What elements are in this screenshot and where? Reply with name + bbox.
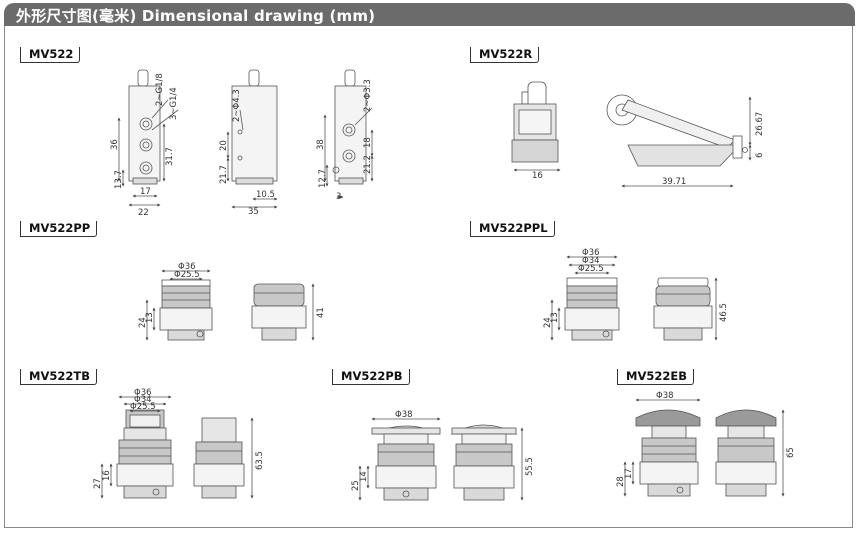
mv522eb-front-view (623, 398, 701, 497)
mv522-side-view (226, 69, 278, 209)
dim-mv522tb-phi34: Φ34 (134, 395, 152, 405)
dim-mv522-22: 22 (138, 208, 149, 218)
dim-mv522-10-5: 10.5 (256, 190, 275, 200)
mv522pb-front-view (358, 417, 441, 501)
dim-mv522ppl-24: 24 (543, 317, 553, 328)
dim-mv522-21-2: 21.2 (363, 155, 373, 174)
header-bar: 外形尺寸图(毫米) Dimensional drawing (mm) (4, 3, 855, 26)
dim-mv522-hole: 2~Φ4.3 (232, 89, 242, 122)
dim-mv522eb-phi38: Φ38 (656, 391, 674, 401)
dim-mv522-port-a: 2~G1/8 (155, 73, 165, 106)
mv522pp-front-view (145, 269, 213, 341)
model-label-mv522tb: MV522TB (20, 369, 97, 385)
mv522r-side-view (606, 94, 752, 188)
dim-mv522tb-phi25-5: Φ25.5 (130, 402, 156, 412)
dim-mv522pb-phi38: Φ38 (395, 410, 413, 420)
dim-mv522-35: 35 (248, 207, 259, 217)
model-label-mv522pp: MV522PP (20, 221, 98, 237)
dim-mv522eb-17: 17 (624, 468, 634, 479)
model-label-mv522: MV522 (20, 47, 81, 63)
dim-mv522eb-65: 65 (786, 447, 796, 458)
dim-mv522pp-24: 24 (138, 317, 148, 328)
dim-mv522pb-55-5: 55.5 (525, 457, 535, 476)
dim-mv522-36: 36 (110, 139, 120, 150)
dim-mv522-3: 3 (336, 192, 341, 202)
mv522ppl-side-view (653, 277, 718, 341)
dim-mv522r-16: 16 (532, 171, 543, 181)
dim-mv522-13-7: 13.7 (114, 170, 124, 189)
model-label-mv522eb: MV522EB (617, 369, 694, 385)
page-title: 外形尺寸图(毫米) Dimensional drawing (mm) (16, 7, 376, 25)
mv522tb-side-view (193, 417, 254, 499)
dim-mv522r-26-67: 26.67 (755, 112, 765, 136)
dim-mv522pp-phi36: Φ36 (178, 262, 196, 272)
dim-mv522-12-7: 12.7 (318, 169, 328, 188)
dim-mv522tb-phi36: Φ36 (134, 388, 152, 398)
mv522-end-view (323, 69, 374, 199)
dim-mv522tb-16: 16 (102, 470, 112, 481)
dim-mv522pb-14: 14 (359, 471, 369, 482)
dim-mv522-31-7: 31.7 (165, 147, 175, 166)
mv522r-front-view (511, 81, 561, 172)
dim-mv522ppl-phi25-5: Φ25.5 (578, 264, 604, 274)
dim-mv522r-39-71: 39.71 (662, 177, 686, 187)
dim-mv522-21-7: 21.7 (219, 165, 229, 184)
drawing-frame (4, 26, 853, 528)
model-label-mv522ppl: MV522PPL (470, 221, 555, 237)
mv522eb-side-view (715, 409, 785, 497)
dim-mv522pp-13: 13 (145, 312, 155, 323)
dim-mv522ppl-46-5: 46.5 (719, 303, 729, 322)
dim-mv522ppl-phi36: Φ36 (582, 248, 600, 258)
dim-mv522-38: 38 (316, 139, 326, 150)
dim-mv522tb-27: 27 (93, 478, 103, 489)
dim-mv522-17: 17 (140, 187, 151, 197)
dim-mv522tb-63-5: 63.5 (255, 451, 265, 470)
dim-mv522-20: 20 (219, 140, 229, 151)
dim-mv522ppl-phi34: Φ34 (582, 256, 600, 266)
dim-mv522-hole2: 2~Φ3.3 (363, 79, 373, 112)
dim-mv522-18: 18 (363, 137, 373, 148)
model-label-mv522pb: MV522PB (332, 369, 410, 385)
dim-mv522ppl-13: 13 (550, 312, 560, 323)
dim-mv522r-6: 6 (755, 153, 765, 158)
mv522pp-side-view (251, 283, 315, 341)
mv522pb-side-view (450, 424, 524, 501)
mv522-front-view (117, 69, 179, 207)
dim-mv522pb-25: 25 (351, 480, 361, 491)
mv522ppl-front-view (550, 255, 620, 341)
dim-mv522eb-28: 28 (616, 476, 626, 487)
dim-mv522-port-b: 3~G1/4 (169, 87, 179, 120)
model-label-mv522r: MV522R (470, 47, 540, 63)
dim-mv522pp-41: 41 (316, 307, 326, 318)
dim-mv522pp-phi25-5: Φ25.5 (174, 270, 200, 280)
mv522tb-front-view (100, 395, 174, 499)
